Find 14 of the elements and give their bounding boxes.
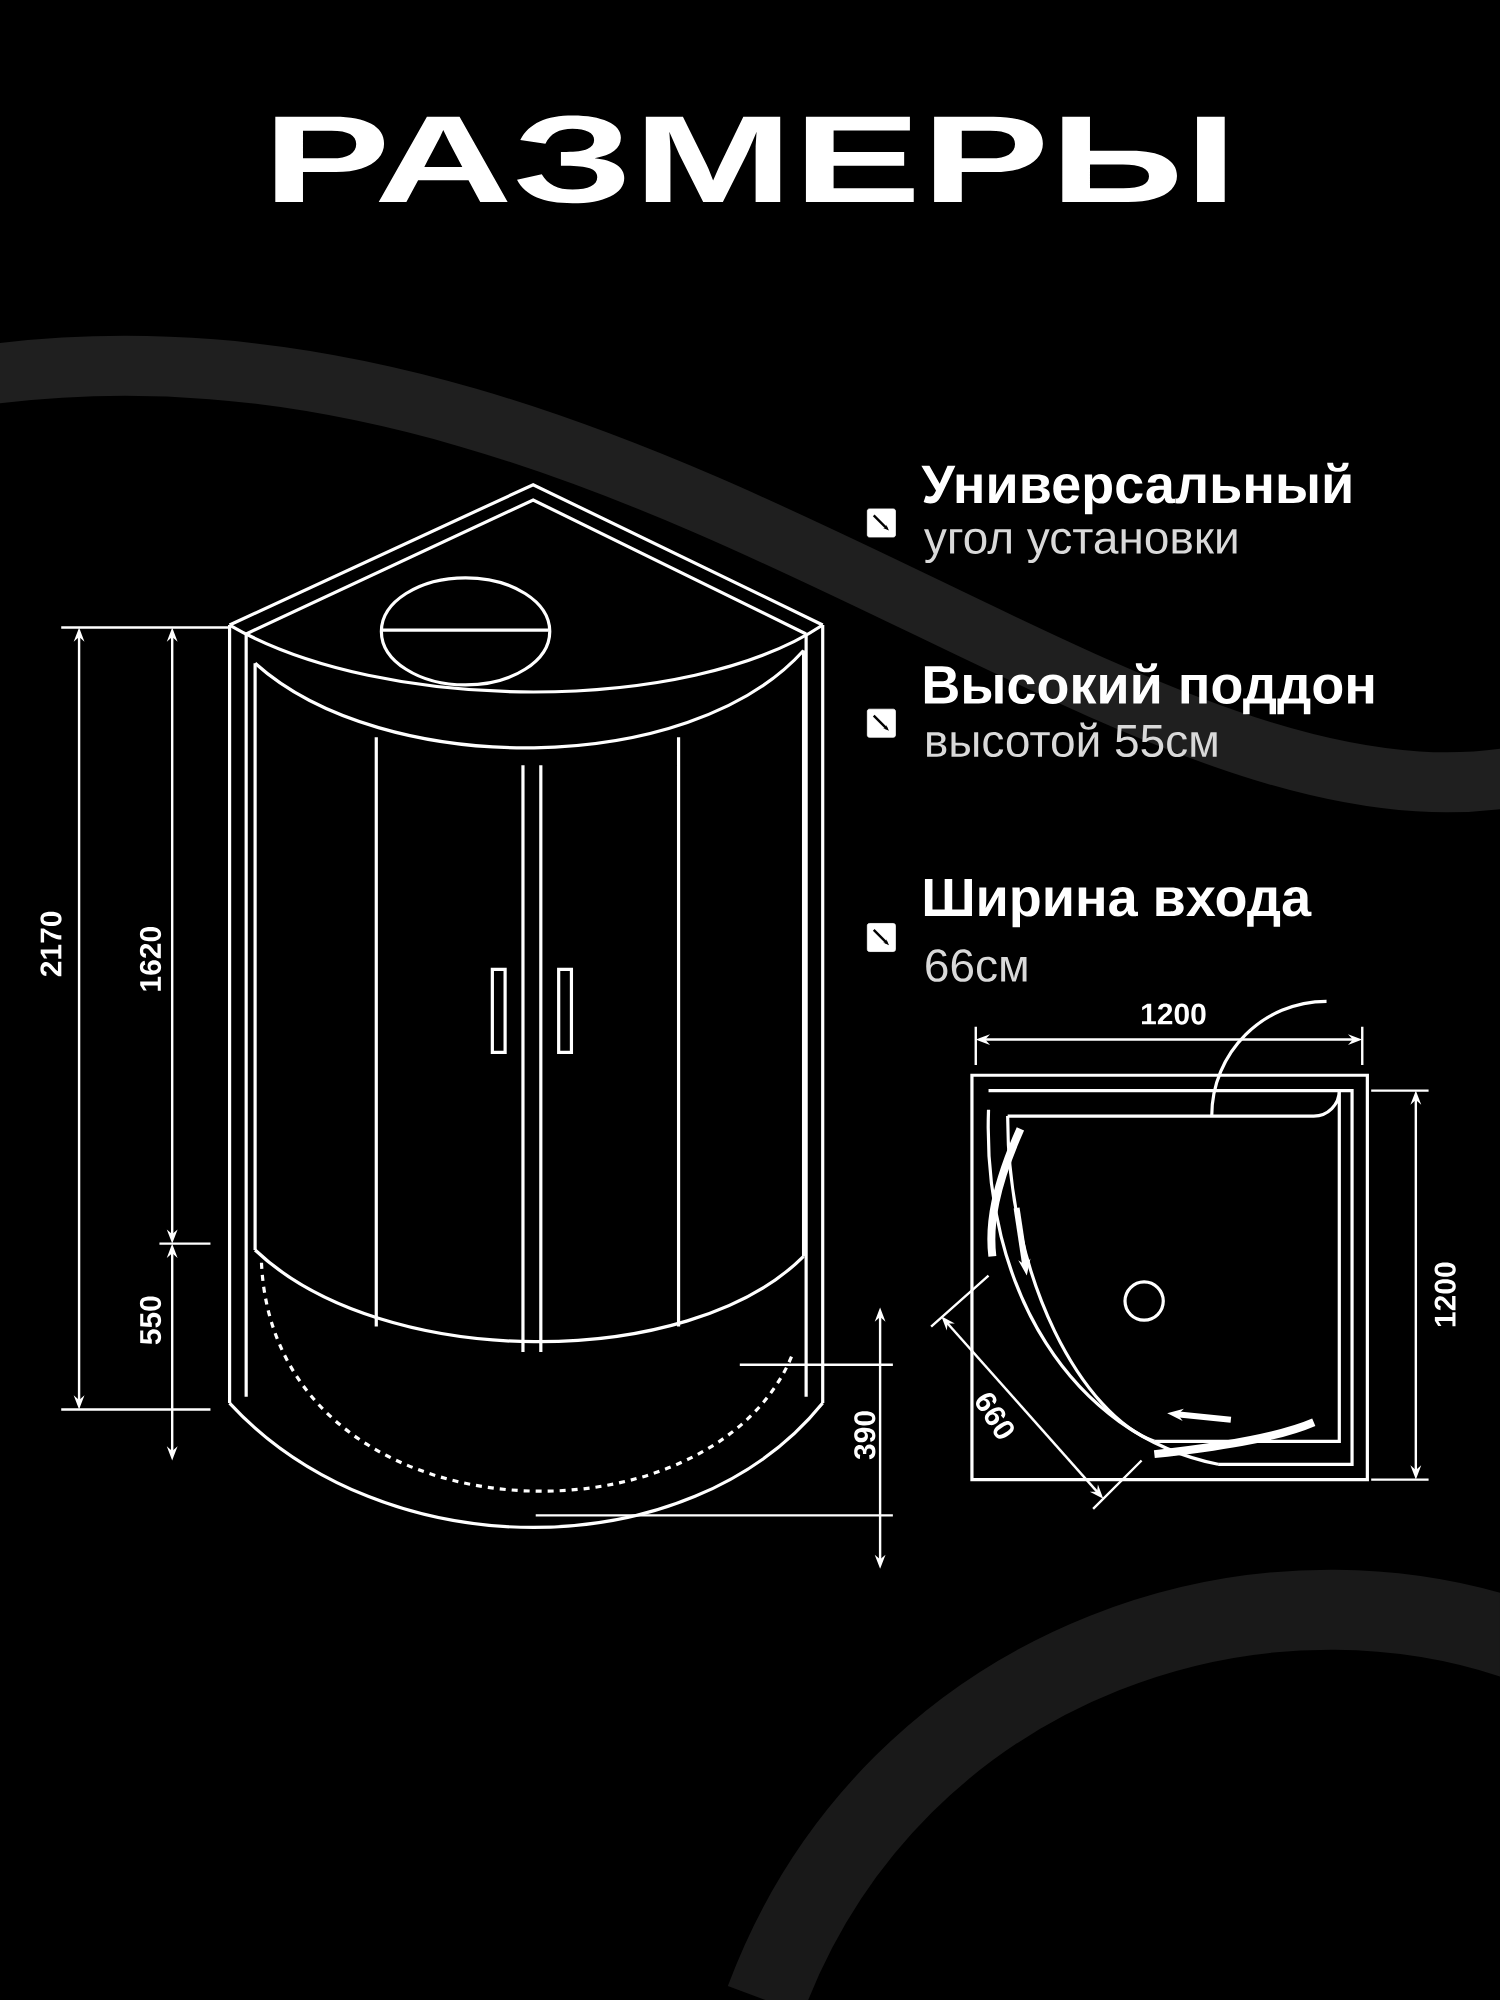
- dimension-label: 1200: [1434, 1262, 1456, 1327]
- dimension-label: 2170: [40, 911, 62, 977]
- dimension-label: 1620: [139, 927, 162, 991]
- title: РАЗМЕРЫ: [275, 115, 1225, 204]
- feature-heading: Высокий поддон: [924, 663, 1374, 715]
- feature-heading: Универсальный: [921, 462, 1351, 515]
- dimension-label: 1200: [1142, 1003, 1206, 1025]
- feature-text: 66см: [926, 949, 1027, 982]
- feature-text: угол установки: [924, 528, 1237, 564]
- feature-heading: Ширина входа: [924, 878, 1312, 928]
- dimension-label: 390: [854, 1411, 876, 1460]
- feature-text: высотой 55см: [927, 722, 1217, 758]
- dimension-label: 550: [139, 1296, 162, 1345]
- dimension-label: 660: [976, 1393, 1014, 1439]
